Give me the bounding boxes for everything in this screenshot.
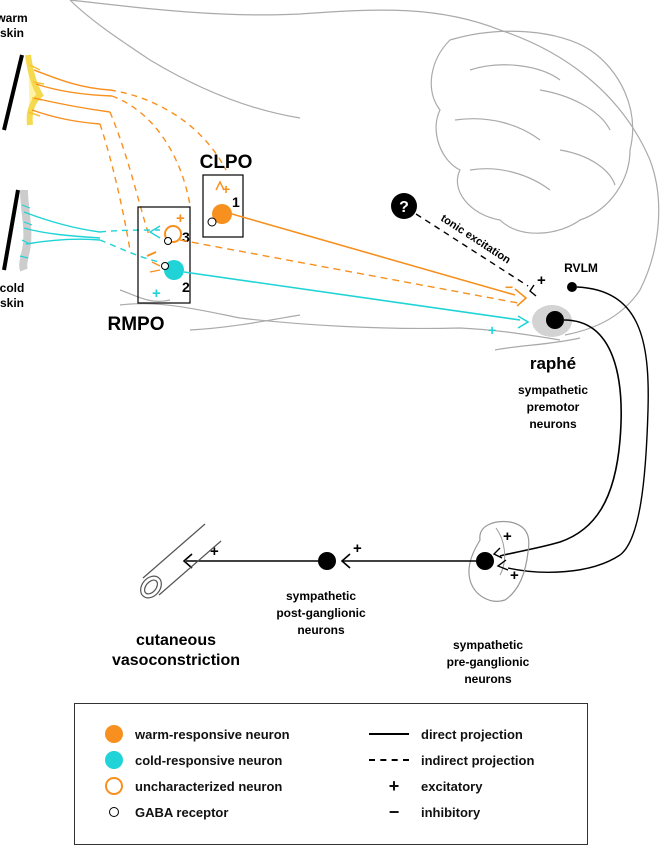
- neuron-num-1: 1: [232, 194, 240, 210]
- warm-neuron-icon: [105, 725, 123, 743]
- unknown-source-icon: [391, 193, 417, 219]
- postgang-line-3: neurons: [297, 623, 345, 637]
- neuron-num-2: 2: [182, 279, 190, 295]
- raphe-label: raphé: [530, 354, 576, 373]
- cold-skin-label-1: cold: [0, 281, 24, 295]
- tonic-label: tonic excitation: [438, 212, 512, 266]
- warm-neuron-1: [212, 204, 232, 224]
- direct-line-icon: [369, 733, 409, 735]
- rvlm-projection: [507, 286, 649, 573]
- legend-gaba-label: GABA receptor: [135, 804, 229, 820]
- unknown-source-label: ?: [399, 199, 409, 216]
- clpo-label: CLPO: [200, 152, 253, 173]
- legend-indirect: indirect projection: [367, 750, 534, 770]
- rmpo-box: [137, 206, 191, 304]
- rvlm-label: RVLM: [564, 261, 598, 275]
- legend-indirect-label: indirect projection: [421, 752, 535, 768]
- premotor-line-3: neurons: [529, 417, 577, 431]
- legend-direct: direct projection: [367, 724, 523, 744]
- legend-cold: cold-responsive neuron: [101, 750, 282, 770]
- cold-direct-projection: [183, 271, 521, 321]
- vaso-line-2: vasoconstriction: [112, 652, 240, 669]
- rmpo-plus-cyan: +: [152, 285, 161, 302]
- raphe-projection: [499, 319, 622, 557]
- spinal-plus-2: +: [510, 567, 519, 584]
- pregang-line-1: sympathetic: [453, 638, 523, 652]
- preganglionic-neuron: [476, 552, 494, 570]
- cold-neuron-2: [164, 260, 184, 280]
- cold-neuron-icon: [105, 751, 123, 769]
- pregang-line-3: neurons: [464, 672, 512, 686]
- postganglionic-neuron: [318, 552, 336, 570]
- raphe-minus: −: [505, 279, 513, 295]
- rvlm-neuron: [567, 282, 577, 292]
- uncharacterized-indirect-projection: [179, 239, 519, 304]
- clpo-synapse: [215, 180, 225, 191]
- premotor-line-2: premotor: [527, 400, 580, 414]
- indirect-line-icon: [369, 759, 409, 761]
- legend-inhibitory: − inhibitory: [367, 802, 480, 822]
- warm-afferents: [31, 69, 227, 251]
- spinal-plus-1: +: [503, 528, 512, 545]
- uncharacterized-neuron-icon: [105, 777, 123, 795]
- legend: warm-responsive neuron cold-responsive n…: [74, 703, 588, 845]
- cold-skin-icon: [2, 189, 33, 272]
- legend-unchar: uncharacterized neuron: [101, 776, 282, 796]
- spinal-cord-outline: [468, 520, 530, 602]
- clpo-plus: +: [222, 181, 230, 197]
- raphe-plus-black: +: [537, 272, 546, 289]
- vaso-line-1: cutaneous: [136, 632, 216, 649]
- raphe-neuron: [546, 311, 564, 329]
- gaba-receptor-icon: [109, 807, 119, 817]
- plus-icon: +: [388, 776, 400, 796]
- premotor-line-1: sympathetic: [518, 383, 588, 397]
- legend-inhibitory-label: inhibitory: [421, 804, 481, 820]
- neuron-num-3: 3: [182, 229, 190, 245]
- cold-afferents: [23, 211, 161, 263]
- legend-warm-label: warm-responsive neuron: [135, 726, 290, 742]
- raphe-plus-cyan: +: [488, 322, 496, 338]
- gaba-receptor-1: [207, 217, 217, 227]
- warm-skin-icon: [2, 54, 45, 131]
- gaba-receptor-2: [161, 262, 169, 270]
- gaba-receptor-3: [164, 237, 172, 245]
- tonic-excitation-projection: [415, 213, 529, 287]
- legend-warm: warm-responsive neuron: [101, 724, 290, 744]
- rmpo-minus: [146, 251, 157, 257]
- rmpo-label: RMPO: [108, 314, 165, 335]
- minus-icon: −: [388, 802, 400, 822]
- postgang-plus: +: [353, 540, 362, 557]
- cold-skin-label-2: skin: [0, 296, 24, 310]
- warm-skin-label-2: skin: [0, 26, 24, 40]
- pregang-line-2: pre-ganglionic: [447, 655, 530, 669]
- vessel-plus: +: [210, 543, 219, 560]
- legend-gaba: GABA receptor: [101, 802, 228, 822]
- legend-excitatory-label: excitatory: [421, 778, 483, 794]
- blood-vessel-icon: [140, 523, 222, 599]
- legend-excitatory: + excitatory: [367, 776, 483, 796]
- legend-direct-label: direct projection: [421, 726, 523, 742]
- brain-outline: [69, 0, 660, 351]
- legend-cold-label: cold-responsive neuron: [135, 752, 283, 768]
- legend-unchar-label: uncharacterized neuron: [135, 778, 283, 794]
- postgang-line-2: post-ganglionic: [276, 606, 366, 620]
- clpo-box: [202, 174, 244, 238]
- postgang-line-1: sympathetic: [286, 589, 356, 603]
- warm-skin-label-1: warm: [0, 11, 28, 25]
- warm-direct-projection: [231, 213, 516, 296]
- rmpo-plus-orange: +: [176, 210, 185, 227]
